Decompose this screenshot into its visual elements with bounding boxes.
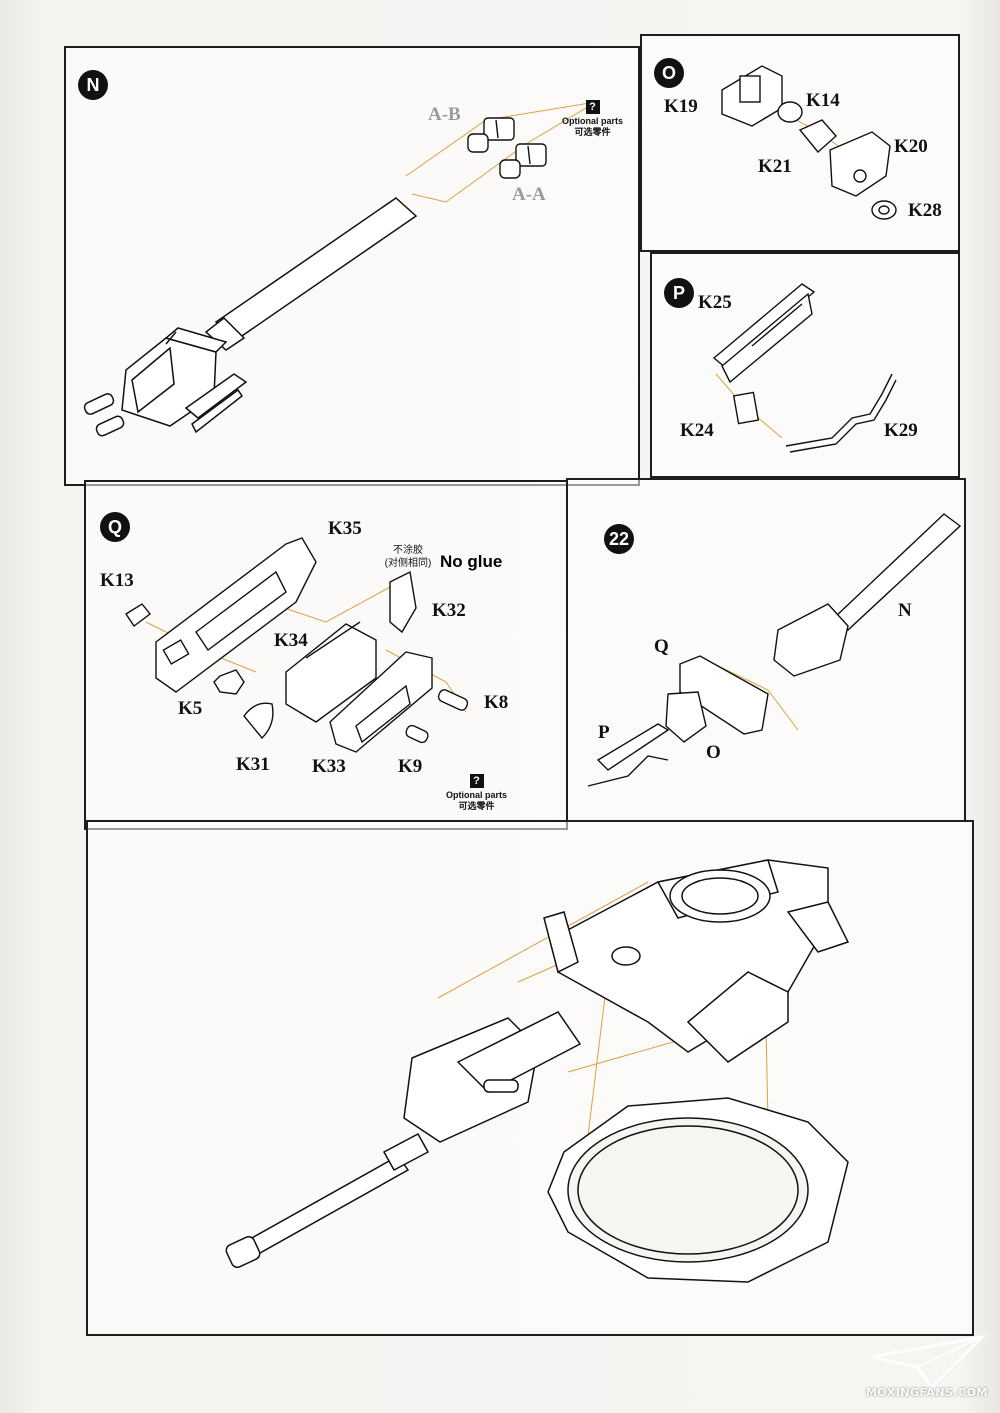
panel-q: Q K35 K13 (84, 480, 568, 830)
no-glue-note: 不涂胶 (对侧相同) No glue (368, 544, 503, 571)
no-glue-cn-sub: (对侧相同) (384, 558, 432, 569)
panel-turret-assembly (86, 820, 974, 1336)
label-k20: K20 (894, 136, 928, 157)
gun-mount-assembly-drawing (587, 513, 962, 787)
label-o: O (706, 742, 721, 763)
step-badge-p: P (664, 278, 694, 308)
optional-parts-cn: 可选零件 (458, 801, 495, 811)
paper-plane-logo-icon (871, 1334, 987, 1390)
label-k19: K19 (664, 96, 698, 117)
mantlet-front-parts-drawing (125, 537, 469, 753)
gun-assembly-drawing (83, 101, 597, 437)
question-mark-icon: ? (585, 100, 600, 114)
label-k13: K13 (100, 570, 134, 591)
label-k31: K31 (236, 754, 270, 775)
optional-parts-en: Optional parts (562, 116, 624, 126)
label-k28: K28 (908, 200, 942, 221)
label-k34: K34 (274, 630, 308, 651)
optional-parts-note-q: ? Optional parts 可选零件 (446, 774, 507, 812)
no-glue-en: No glue (440, 552, 503, 571)
label-k24: K24 (680, 420, 714, 441)
panel-22: 22 N Q P O (566, 478, 966, 822)
label-n: N (898, 600, 912, 621)
label-k8: K8 (484, 692, 509, 713)
step-badge-n: N (78, 70, 108, 100)
step-badge-o: O (654, 58, 684, 88)
mantlet-parts-drawing (721, 65, 897, 220)
label-k32: K32 (432, 600, 466, 621)
step-badge-22: 22 (604, 524, 634, 554)
label-k33: K33 (312, 756, 346, 777)
panel-o: O K19 K14 K20 K21 K28 (640, 34, 960, 252)
label-k21: K21 (758, 156, 792, 177)
step-badge-q: Q (100, 512, 130, 542)
no-glue-cn: 不涂胶 (393, 545, 423, 556)
label-a-a: A-A (512, 184, 546, 205)
label-k29: K29 (884, 420, 918, 441)
turret-assembly-drawing (225, 859, 850, 1283)
optional-parts-cn: 可选零件 (574, 127, 611, 137)
label-p: P (598, 722, 610, 743)
label-k5: K5 (178, 698, 203, 719)
question-mark-icon: ? (469, 774, 484, 788)
label-k35: K35 (328, 518, 362, 539)
panel-p: P K25 K24 K29 (650, 252, 960, 478)
optional-parts-en: Optional parts (446, 790, 508, 800)
label-k9: K9 (398, 756, 423, 777)
panel-n: N A-B A-A ? (64, 46, 640, 486)
label-a-b: A-B (428, 104, 461, 125)
optional-parts-note-n: ? Optional parts 可选零件 (562, 100, 623, 138)
label-k25: K25 (698, 292, 732, 313)
label-q: Q (654, 636, 669, 657)
watermark-text: MOXINGFANS.COM (865, 1386, 988, 1399)
mg-parts-drawing (712, 283, 897, 453)
label-k14: K14 (806, 90, 840, 111)
